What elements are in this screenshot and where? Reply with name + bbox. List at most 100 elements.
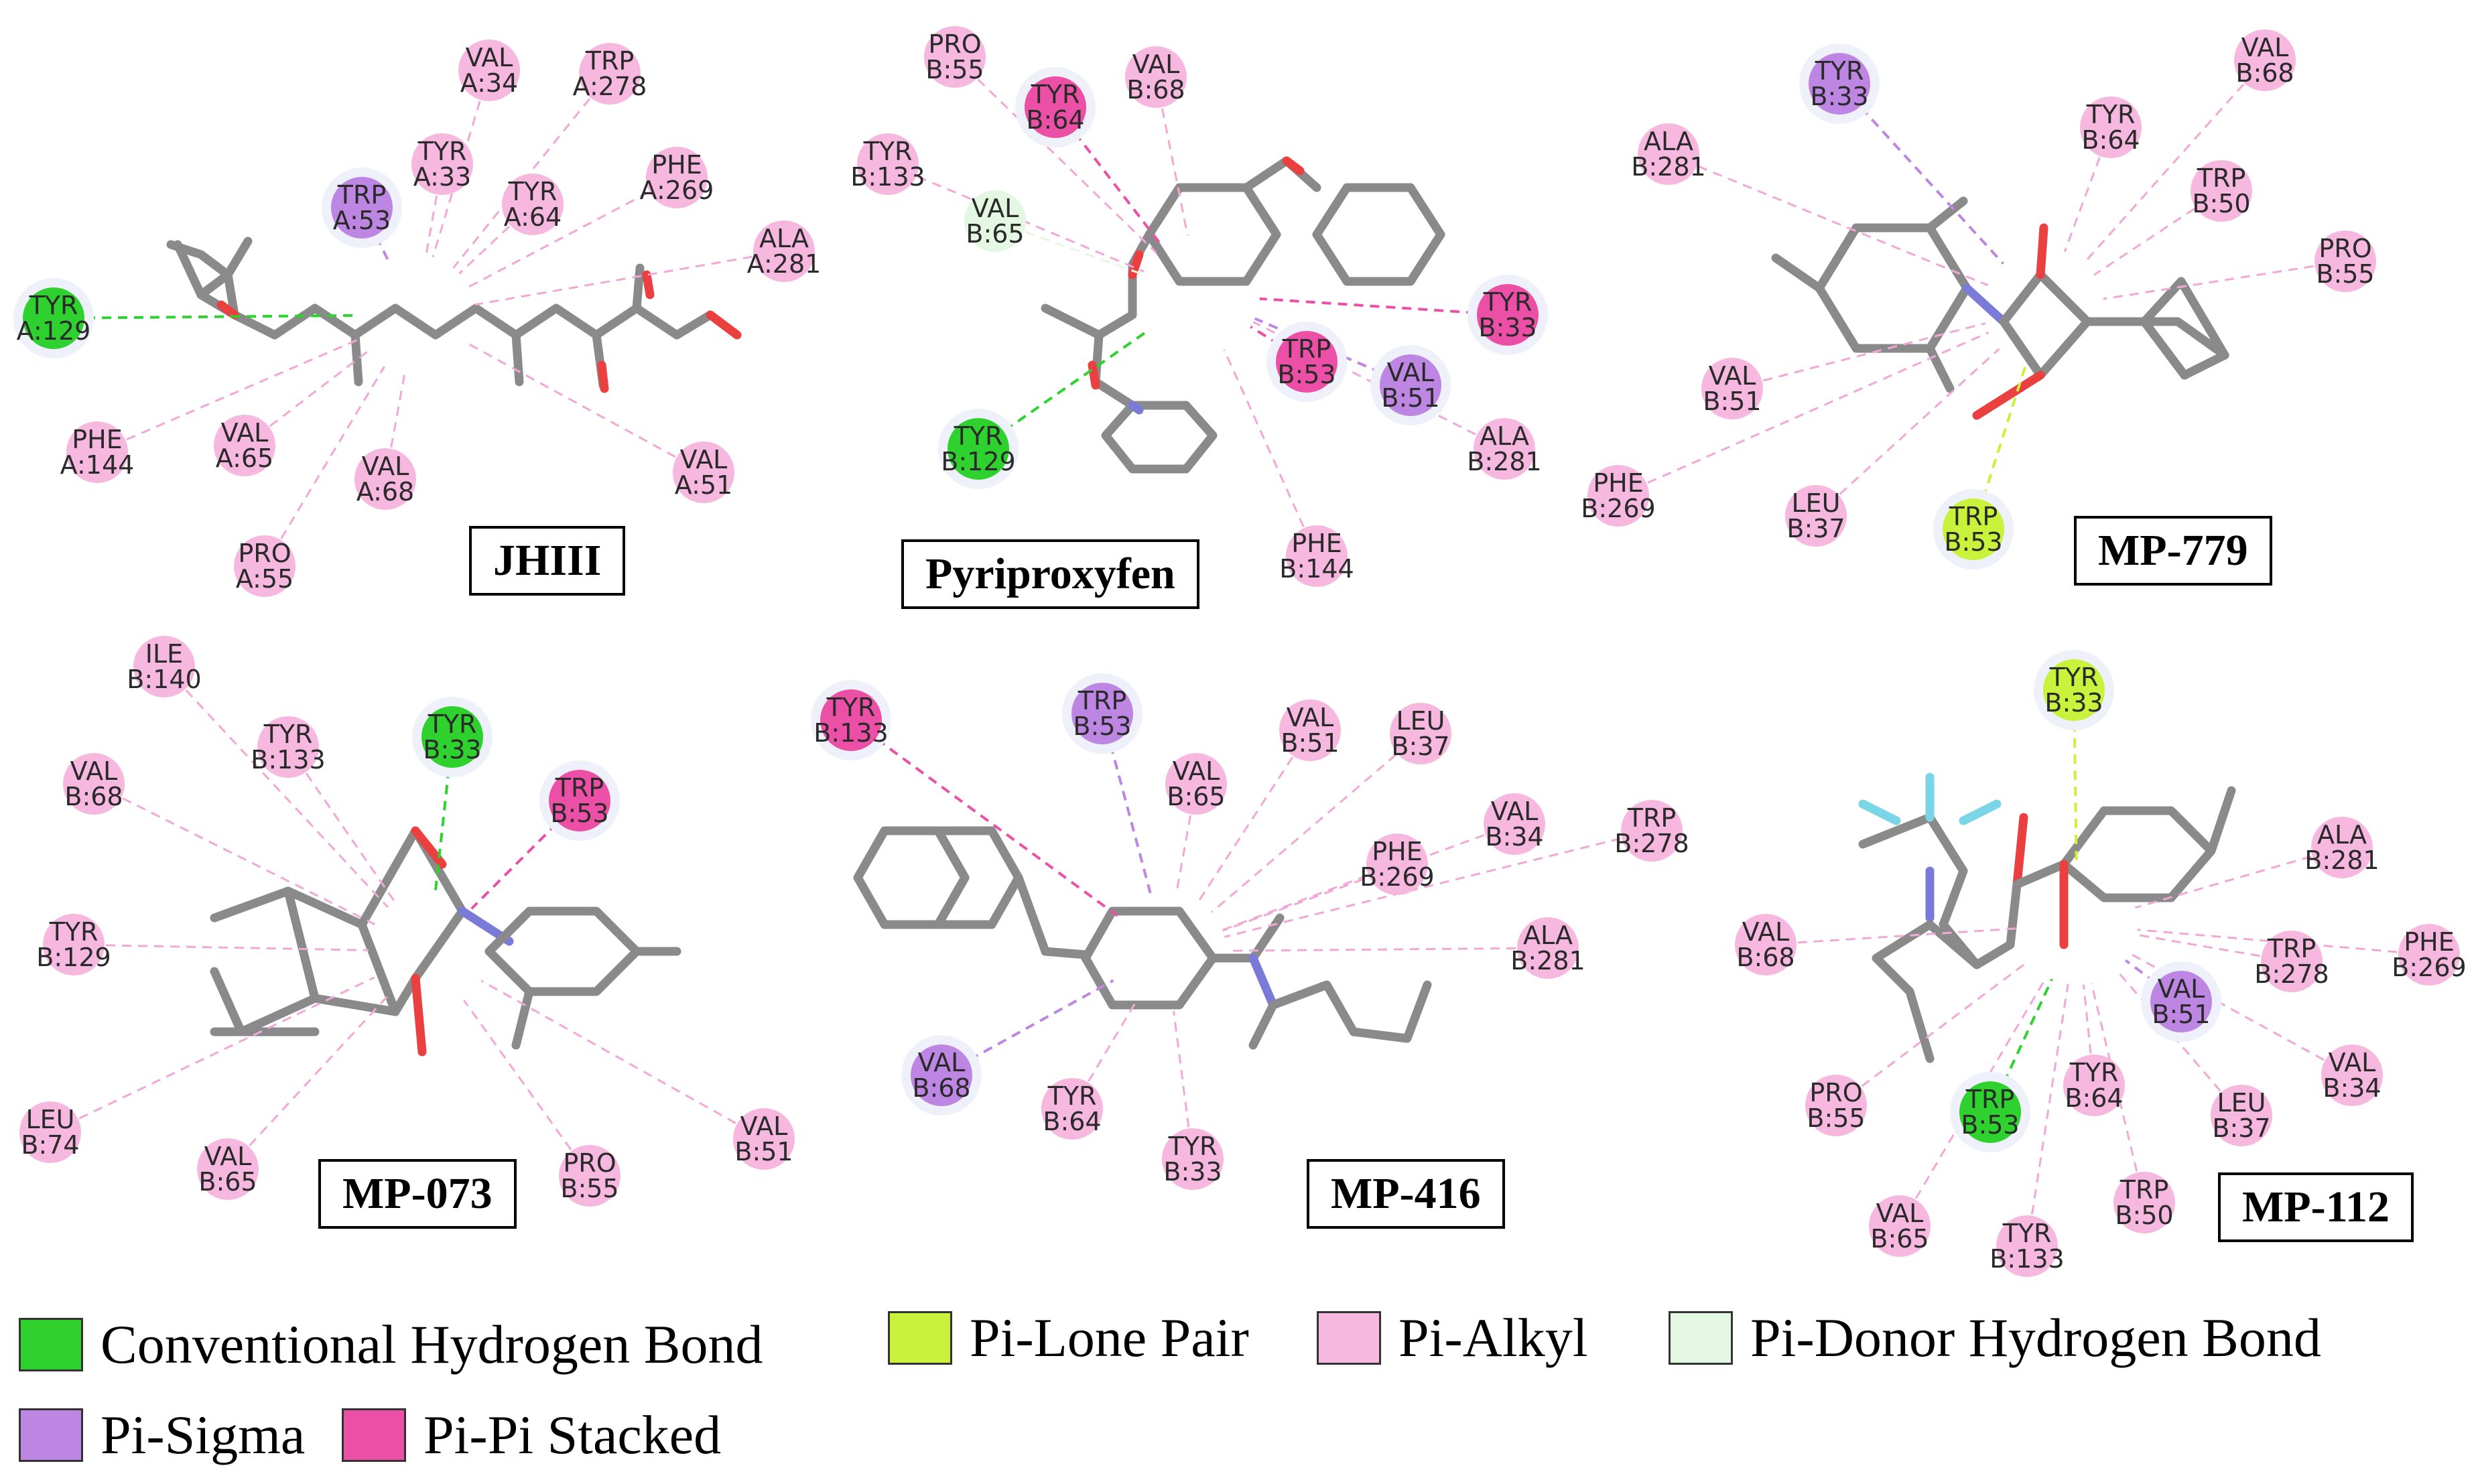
residue-name: VAL [1387,358,1435,387]
residue-name: TRP [2120,1175,2169,1205]
residue-name: VAL [221,418,269,448]
interaction-line-1-4 [994,220,1143,275]
residue-id: B:64 [2081,125,2140,155]
residue-name: TYR [508,177,558,206]
residue-id: B:53 [1961,1110,2019,1140]
residue-circle [820,689,882,751]
residue-name: PHE [1593,468,1644,498]
residue-name: ILE [145,639,183,669]
residue-name: VAL [918,1048,966,1077]
residue-name: TRP [337,180,387,210]
residue-id: B:33 [1163,1157,1222,1187]
residue-name: ALA [1644,127,1693,156]
interaction-line-1-3 [887,163,1145,273]
residue-circle [673,442,734,503]
interaction-line-1-0 [954,56,1157,254]
residue-id: B:269 [1581,494,1655,523]
residue-id: B:53 [1277,360,1335,389]
residue-circle [1996,1215,2058,1277]
residue-name: PHE [1291,529,1342,558]
residue-id: B:55 [925,55,984,84]
residue-circle [857,133,919,195]
legend-swatch [342,1408,406,1462]
residue-name: VAL [1876,1199,1924,1228]
interaction-line-0-6 [468,176,677,288]
residue-id: B:278 [2254,959,2329,989]
interaction-line-0-9 [244,350,369,447]
residue-circle [411,133,473,195]
residue-circle [1286,525,1348,587]
interaction-line-5-3 [2136,933,2292,963]
residue-name: PRO [1809,1078,1862,1107]
residue-name: TYR [1483,287,1533,317]
residue-circle [23,287,84,349]
residue-name: VAL [972,194,1019,223]
residue-circle [2398,924,2460,986]
residue-id: B:53 [1073,712,1131,741]
interaction-line-2-8 [1815,348,2000,517]
residue-circle [257,716,319,778]
residue-name: VAL [1132,50,1180,79]
residue-name: TYR [826,693,876,722]
residue-id: A:65 [216,444,273,473]
residue-circle [234,535,296,597]
residue-id: B:65 [966,219,1024,249]
residue-id: B:74 [21,1130,79,1160]
residue-id: B:281 [1631,152,1705,182]
residue-id: A:53 [333,206,391,235]
interaction-line-2-9 [1972,365,2027,530]
mp-073-molecule [210,826,681,1057]
interaction-line-4-0 [850,719,1118,917]
legend-item-pi-donor-hydrogen-bond: Pi-Donor Hydrogen Bond [1669,1306,2321,1369]
legend-item-conventional-hydrogen-bond: Conventional Hydrogen Bond [19,1313,763,1376]
legend-label: Pi-Sigma [101,1404,306,1465]
residue-circle [1805,1075,1867,1136]
residue-id: A:144 [60,450,135,480]
residue-circle [1943,498,2004,560]
residue-name: TYR [1047,1081,1097,1111]
residue-id: B:33 [423,735,481,764]
residue-circle [733,1108,795,1170]
residue-id: B:51 [1381,383,1439,413]
interaction-line-2-2 [1668,153,1989,287]
jhiii-molecule [166,237,742,393]
residue-id: B:140 [127,665,201,694]
residue-id: A:278 [573,72,647,101]
interaction-line-5-1 [2134,846,2343,909]
residue-name: LEU [2217,1088,2266,1118]
residue-circle [1735,914,1797,975]
interaction-line-5-13 [2026,984,2069,1247]
interaction-line-4-6 [1222,823,1515,932]
residue-id: B:68 [1126,75,1185,105]
residue-name: TYR [1031,80,1080,109]
residue-circle [19,1101,81,1163]
legend-label: Pi-Alkyl [1398,1307,1588,1368]
legend-label: Conventional Hydrogen Bond [101,1314,763,1375]
residue-name: TYR [2069,1058,2119,1087]
pyriproxyfen-molecule [1041,156,1445,474]
